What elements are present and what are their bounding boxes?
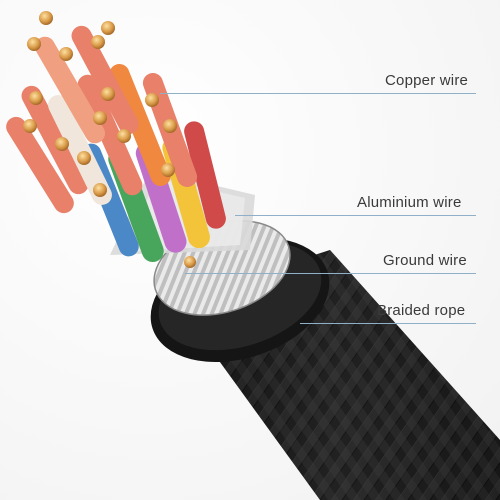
braided-rope-callout-line bbox=[300, 323, 476, 324]
ground-wire-label: Ground wire bbox=[383, 252, 467, 269]
copper-wire-tips bbox=[23, 11, 196, 268]
insulated-wires bbox=[6, 25, 226, 263]
copper-wire-label: Copper wire bbox=[385, 72, 469, 89]
aluminium-wire-label: Aluminium wire bbox=[357, 194, 462, 211]
copper-wire-callout-line bbox=[160, 93, 476, 94]
ground-wire-callout-line bbox=[185, 273, 476, 274]
aluminium-wire-callout-line bbox=[235, 215, 476, 216]
braided-rope-label: Braided rope bbox=[377, 302, 466, 319]
